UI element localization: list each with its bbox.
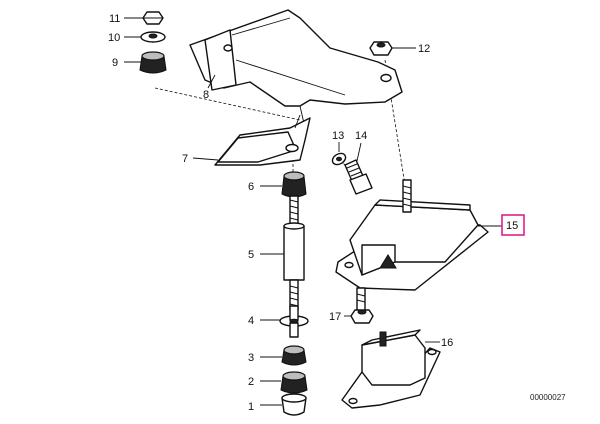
engine-mount-part-15 — [335, 179, 489, 313]
callout-labels: 1 2 3 4 5 6 7 8 9 10 11 12 13 14 16 17 — [108, 13, 453, 413]
threaded-stud-part-5 — [283, 195, 305, 311]
callout-11: 11 — [109, 13, 120, 25]
callout-14: 14 — [355, 130, 367, 142]
callout-15-highlight: 15 — [501, 214, 525, 236]
mount-part-16 — [341, 329, 441, 409]
callout-6: 6 — [248, 181, 254, 193]
rubber-buffer-part-6 — [281, 171, 307, 198]
rubber-buffer-part-2 — [280, 371, 308, 394]
rubber-mount-part-9 — [139, 51, 167, 74]
callout-5: 5 — [248, 249, 254, 261]
washer-part-4 — [279, 305, 309, 338]
callout-3: 3 — [248, 352, 254, 364]
upper-bracket-part — [189, 9, 403, 129]
callout-15-box — [501, 214, 525, 236]
callout-leader-lines — [124, 17, 502, 406]
nut-part-11 — [142, 11, 164, 25]
callout-12: 12 — [418, 43, 430, 55]
washer-part-10 — [140, 31, 166, 43]
cup-washer-part-1 — [281, 393, 307, 416]
callout-2: 2 — [248, 376, 254, 388]
callout-13: 13 — [332, 130, 344, 142]
washer-part-13 — [331, 152, 347, 166]
callout-16: 16 — [441, 337, 453, 349]
callout-9: 9 — [112, 57, 118, 69]
diagram-code: 00000027 — [530, 393, 566, 402]
callout-17: 17 — [329, 311, 341, 323]
callout-4: 4 — [248, 315, 254, 327]
nut-part-12 — [369, 41, 393, 56]
callout-15: 15 — [506, 220, 518, 232]
callout-1: 1 — [248, 401, 254, 413]
lower-bracket-part — [214, 114, 311, 166]
callout-10: 10 — [108, 32, 120, 44]
nut-part-17 — [350, 309, 374, 324]
rubber-buffer-part-3 — [281, 345, 307, 366]
callout-8: 8 — [203, 89, 209, 101]
bolt-part-14 — [344, 159, 373, 195]
callout-7: 7 — [182, 153, 188, 165]
